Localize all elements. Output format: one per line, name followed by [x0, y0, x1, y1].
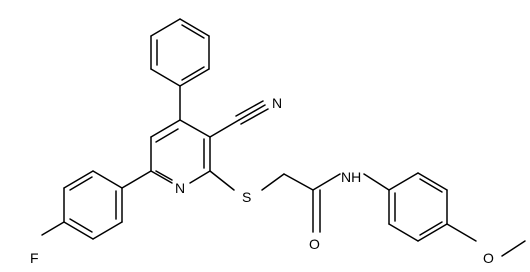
phenyl-ring-top: [150, 18, 210, 87]
nitrile-n-label: N: [272, 95, 282, 111]
methoxyphenyl-ring: [388, 172, 526, 257]
pyridine-ring: [150, 85, 240, 184]
amide-nh-label: NH: [341, 169, 361, 185]
nitrile-group: [235, 100, 269, 125]
pyridine-n-label: N: [175, 180, 185, 196]
sulfur-label: S: [242, 189, 251, 205]
methoxy-o-label: O: [483, 250, 494, 266]
fluorine-label: F: [30, 250, 39, 266]
thioacetamide-chain: [209, 170, 390, 233]
carbonyl-o-label: O: [309, 236, 320, 252]
fluorophenyl-ring: [41, 170, 152, 240]
